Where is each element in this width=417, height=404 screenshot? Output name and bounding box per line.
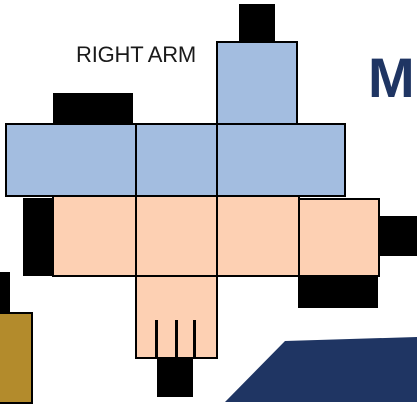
- navy-polygon: [225, 337, 417, 402]
